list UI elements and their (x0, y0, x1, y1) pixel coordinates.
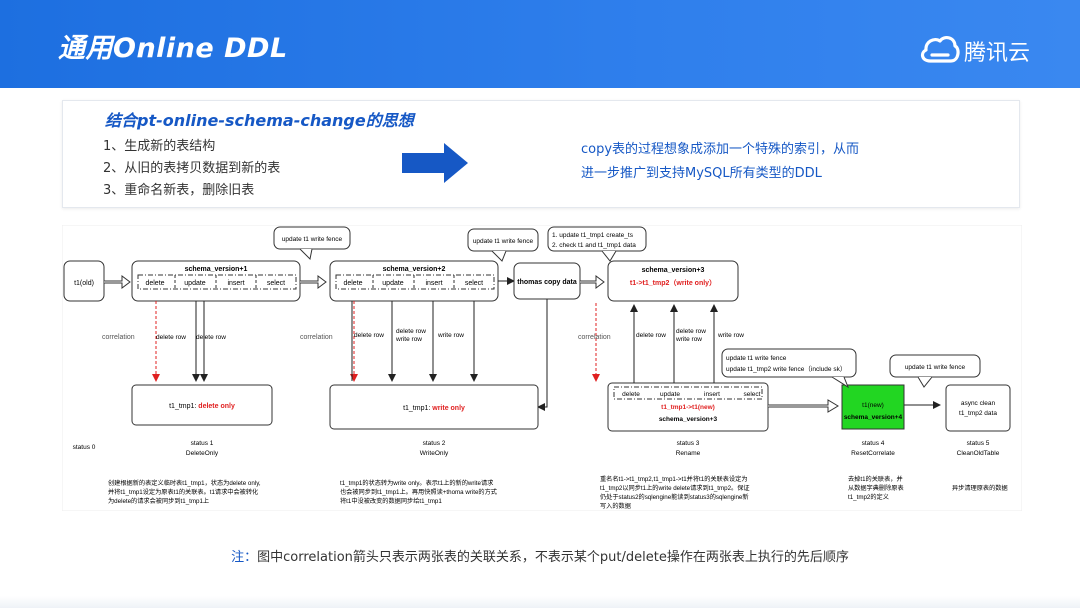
desc-2-line-1: t1_tmp1的状态转为write only。表示t1上的新的write请求 (340, 479, 493, 487)
delete-row-label-1b: delete row (196, 334, 226, 341)
fence-note-2: update t1_tmp2 write fence（include sk） (726, 365, 846, 373)
op-delete: delete (145, 280, 164, 287)
fence-note-1: update t1 write fence (726, 355, 787, 362)
logo-text: 腾讯云 (964, 41, 1031, 66)
summary-line-2: 进一步推广到支持MySQL所有类型的DDL (581, 166, 822, 181)
op-select-2: select (465, 280, 483, 287)
write-row-label-3c: write row (717, 332, 744, 339)
status-1-name: DeleteOnly (186, 450, 219, 457)
desc-3-line-3: 仍处于status2的sqlengine能读到status3的sqlengine… (600, 493, 749, 501)
delete-row-label-3: delete row (636, 332, 666, 339)
desc-1-line-3: 为delete的请求会被同步到t1_tmp1上 (108, 497, 209, 505)
tmp1-write-only-label: t1_tmp1: write only (403, 405, 465, 412)
correlation-label-3: correlation (578, 334, 611, 341)
op-insert-3: insert (704, 391, 720, 398)
fence-bubble-3 (889, 354, 981, 378)
op-delete-2: delete (343, 280, 362, 287)
status-5-name: CleanOldTable (957, 450, 1000, 457)
schema-v3-label: schema_version+3 (642, 267, 705, 274)
delete-row-label-2b: delete row (396, 328, 426, 335)
status-2-num: status 2 (423, 440, 446, 447)
intro-card: 结合pt-online-schema-change的思想 1、生成新的表结构 2… (62, 100, 1020, 208)
footnote: 注：图中correlation箭头只表示两张表的关联关系，不表示某个put/de… (0, 546, 1080, 565)
desc-3-line-4: 写入的数据 (600, 502, 631, 510)
t1-new-label: t1(new) (862, 402, 884, 409)
op-select-3: select (744, 391, 761, 398)
rename-label: t1->t1_tmp2（write only） (630, 279, 716, 287)
schema-v2-label: schema_version+2 (383, 266, 446, 273)
tmp1-new-label: t1_tmp1->t1(new) (661, 404, 715, 411)
schema-v3-box (607, 260, 739, 302)
ddl-state-diagram: t1(old) schema_version+1 delete update i… (61, 224, 1023, 512)
status-1-num: status 1 (191, 440, 214, 447)
cloud-icon (920, 35, 960, 63)
page-title: 通用Online DDL (58, 33, 288, 64)
schema-v3-label-2: schema_version+3 (659, 416, 718, 423)
delete-row-label-2: delete row (354, 332, 384, 339)
op-update: update (184, 280, 206, 287)
summary-line-1: copy表的过程想象成添加一个特殊的索引，从而 (581, 142, 860, 157)
async-clean-box (945, 384, 1011, 432)
op-delete-3: delete (622, 391, 640, 398)
op-update-2: update (382, 280, 404, 287)
step-1: 1、生成新的表结构 (103, 139, 216, 154)
fence-bubble-3-text: update t1 write fence (905, 364, 966, 371)
desc-4-line-1: 去掉t1的关联表，并 (848, 475, 903, 483)
update-check-bubble (547, 226, 647, 252)
desc-3-line-1: 重名名t1->t1_tmp2,t1_tmp1->t1并将t1的关联表设定为 (600, 475, 748, 483)
tmp1-delete-only-label: t1_tmp1: delete only (169, 403, 235, 410)
write-row-label-3b: write row (675, 336, 702, 343)
async-clean-line-2: t1_tmp2 data (959, 410, 997, 417)
diagram-canvas: t1(old) schema_version+1 delete update i… (61, 224, 1023, 512)
fence-bubble-2-text: update t1 write fence (473, 238, 534, 245)
desc-2-line-2: 也会被同步到t1_tmp1上。再用快照读+thoma write的方式 (340, 488, 497, 496)
update-check-line-2: 2. check t1 and t1_tmp1 data (552, 242, 636, 249)
async-clean-line-1: async clean (961, 400, 996, 407)
status-3-name: Rename (676, 450, 701, 457)
footer-divider (0, 596, 1080, 608)
tmp1-delete-only-box (131, 384, 273, 426)
header-banner: 通用Online DDL 腾讯云 (0, 0, 1080, 88)
fence-bubble-1-text: update t1 write fence (282, 236, 343, 243)
status-3-num: status 3 (677, 440, 700, 447)
thomas-copy-label: thomas copy data (517, 279, 577, 286)
op-insert: insert (227, 280, 244, 287)
status-5-num: status 5 (967, 440, 990, 447)
status-2-name: WriteOnly (420, 450, 449, 457)
correlation-label-1: correlation (102, 334, 135, 341)
t1-old-label: t1(old) (74, 280, 94, 287)
status-4-name: ResetCorrelate (851, 450, 895, 457)
footnote-prefix: 注： (231, 550, 258, 565)
desc-5-line-1: 异步清理原表的数据 (952, 484, 1008, 492)
schema-v1-label: schema_version+1 (185, 266, 248, 273)
step-2: 2、从旧的表拷贝数据到新的表 (103, 161, 281, 176)
right-arrow-icon (402, 143, 468, 183)
tencent-cloud-logo: 腾讯云 (918, 33, 1048, 67)
desc-3-line-2: t1_tmp2以同步t1上的write delete请求到t1_tmp2。保证 (600, 484, 750, 492)
write-row-label-2c: write row (437, 332, 464, 339)
delete-row-label-1a: delete row (156, 334, 186, 341)
footnote-text: 图中correlation箭头只表示两张表的关联关系，不表示某个put/dele… (257, 550, 849, 565)
tmp1-write-only-box (329, 384, 539, 430)
status-4-num: status 4 (862, 440, 885, 447)
t1-new-box (841, 384, 905, 430)
write-row-label-2b: write row (395, 336, 422, 343)
desc-2-line-3: 将t1中没被改变的数据同步给t1_tmp1 (340, 497, 442, 505)
op-select: select (267, 280, 285, 287)
desc-4-line-2: 从数据字典删除原表 (848, 484, 904, 492)
schema-v4-label: schema_version+4 (844, 414, 903, 421)
status-0-num: status 0 (73, 444, 96, 451)
update-check-line-1: 1. update t1_tmp1 create_ts (552, 232, 634, 239)
desc-1-line-1: 创建根据新的表定义临时表t1_tmp1，状态为delete only, (108, 479, 261, 487)
op-insert-2: insert (425, 280, 442, 287)
op-update-3: update (660, 391, 680, 398)
desc-4-line-3: t1_tmp2的定义 (848, 493, 889, 501)
step-3: 3、重命名新表，删除旧表 (103, 183, 255, 198)
desc-1-line-2: 并将t1_tmp1设定为原表t1的关联表。t1请求中会被转化 (108, 488, 258, 496)
fence-notes-box (721, 348, 857, 378)
correlation-label-2: correlation (300, 334, 333, 341)
delete-row-label-3b: delete row (676, 328, 706, 335)
intro-heading: 结合pt-online-schema-change的思想 (105, 111, 414, 130)
